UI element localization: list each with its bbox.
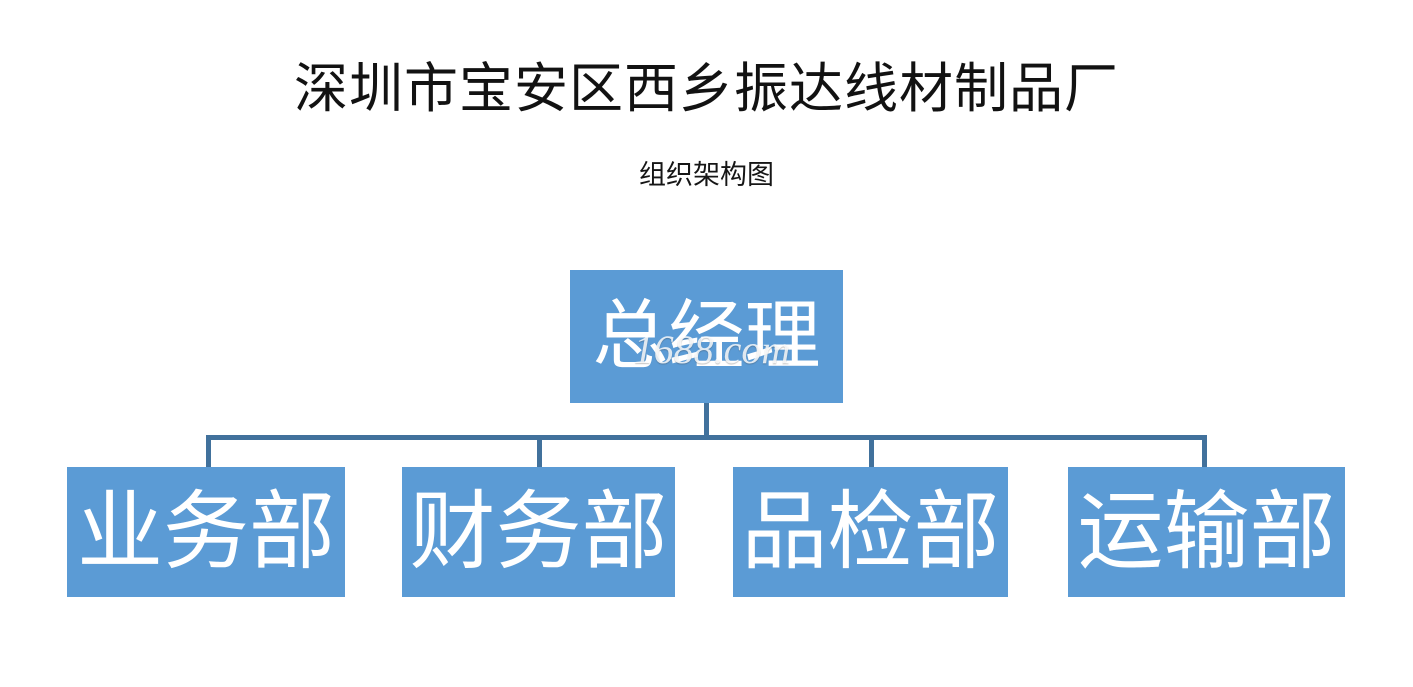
page-subtitle: 组织架构图 xyxy=(639,160,774,190)
org-node-department-4-label: 运输部 xyxy=(1077,484,1336,580)
org-node-department-1[interactable]: 业务部 xyxy=(67,467,345,597)
connector-root-drop xyxy=(704,403,709,439)
org-node-department-3[interactable]: 品检部 xyxy=(733,467,1008,597)
org-node-department-4[interactable]: 运输部 xyxy=(1068,467,1345,597)
org-node-root-label: 总经理 xyxy=(592,294,821,379)
connector-drop-department-1 xyxy=(206,439,211,469)
connector-drop-department-2 xyxy=(537,439,542,469)
connector-drop-department-3 xyxy=(869,439,874,469)
org-node-department-1-label: 业务部 xyxy=(77,484,335,580)
page-title: 深圳市宝安区西乡振达线材制品厂 xyxy=(294,59,1119,119)
org-node-department-3-label: 品检部 xyxy=(741,484,1000,580)
connector-horizontal-bus xyxy=(206,435,1207,440)
connector-drop-department-4 xyxy=(1202,439,1207,469)
org-node-department-2[interactable]: 财务部 xyxy=(402,467,675,597)
org-node-department-2-label: 财务部 xyxy=(409,484,668,580)
org-node-root[interactable]: 总经理 xyxy=(570,270,843,403)
